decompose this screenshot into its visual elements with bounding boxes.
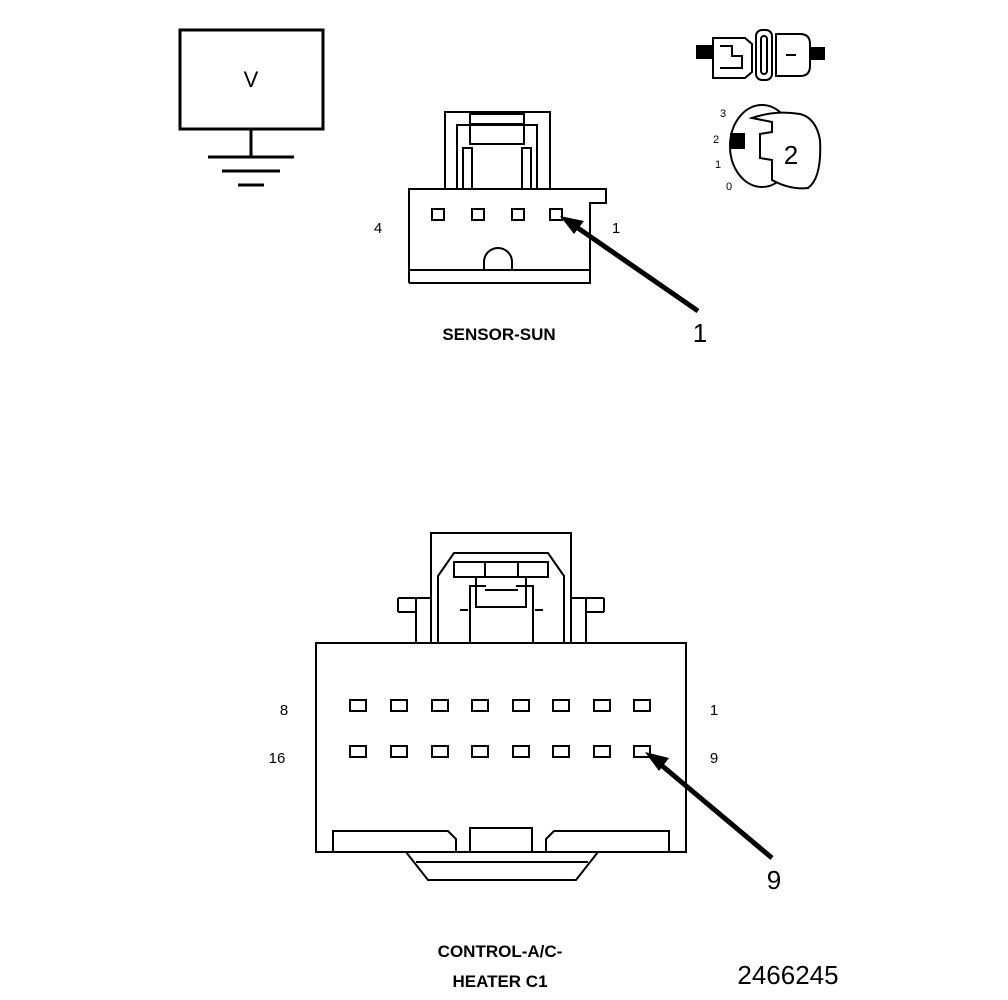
control-pin-3	[552, 699, 570, 712]
control-pins-row-1	[349, 699, 651, 712]
position-label-0: 0	[726, 181, 732, 193]
sensor-callout-number: 1	[693, 318, 707, 348]
control-pin-5	[471, 699, 489, 712]
control-pin-8	[349, 699, 367, 712]
control-pin-14	[431, 745, 449, 758]
figure-number: 2466245	[737, 960, 838, 990]
sensor-pin-3	[471, 208, 485, 221]
sensor-callout-arrow	[560, 216, 700, 314]
control-pin-10	[593, 745, 611, 758]
sensor-pin-label-left: 4	[374, 220, 382, 237]
sensor-sun-connector	[408, 111, 607, 284]
ground-symbol	[208, 129, 294, 187]
control-callout-number: 9	[767, 865, 781, 895]
control-caption-line2: HEATER C1	[452, 972, 547, 991]
control-row1-label-left: 8	[280, 702, 288, 719]
position-label-1: 1	[715, 159, 721, 171]
voltmeter: V	[178, 28, 325, 187]
control-row2-label-left: 16	[269, 750, 286, 767]
control-callout-arrow	[645, 752, 774, 860]
control-pin-13	[471, 745, 489, 758]
sensor-pin-label-right: 1	[612, 220, 620, 237]
control-pin-2	[593, 699, 611, 712]
terminal-illustration	[696, 29, 825, 81]
control-connector	[315, 532, 687, 881]
sensor-pin-2	[511, 208, 525, 221]
position-label-3: 3	[720, 108, 726, 120]
sensor-sun-caption: SENSOR-SUN	[442, 325, 555, 344]
control-pin-11	[552, 745, 570, 758]
control-row1-label-right: 1	[710, 702, 718, 719]
position-label-2: 2	[713, 134, 719, 146]
sensor-pin-1	[549, 208, 563, 221]
control-pin-4	[512, 699, 530, 712]
control-pins-row-2	[349, 745, 651, 758]
control-pin-1	[633, 699, 651, 712]
control-pin-12	[512, 745, 530, 758]
control-pin-15	[390, 745, 408, 758]
sensor-pin-4	[431, 208, 445, 221]
control-pin-6	[431, 699, 449, 712]
voltmeter-symbol: V	[244, 67, 259, 92]
control-caption-line1: CONTROL-A/C-	[438, 942, 563, 961]
control-pin-7	[390, 699, 408, 712]
control-pin-16	[349, 745, 367, 758]
control-pin-9	[633, 745, 651, 758]
control-row2-label-right: 9	[710, 750, 718, 767]
position-callout-number: 2	[784, 140, 798, 170]
position-indicator	[729, 104, 822, 190]
